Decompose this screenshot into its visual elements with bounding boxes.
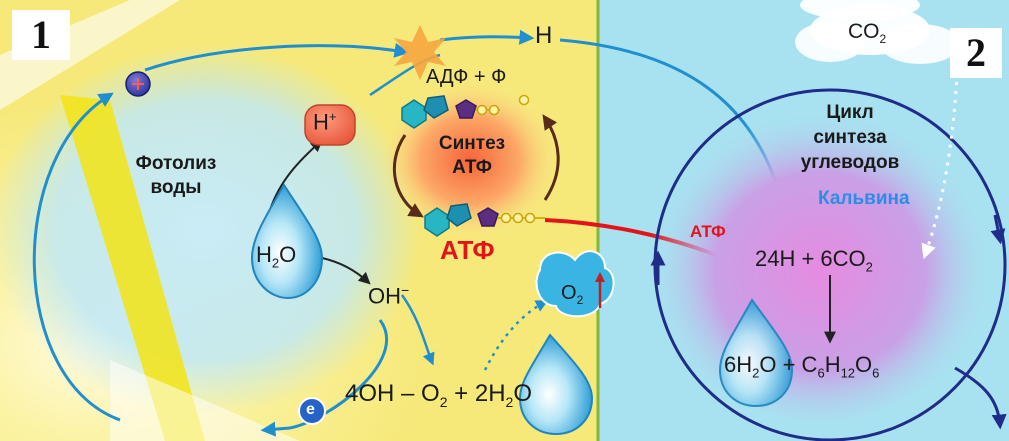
electron-icon bbox=[298, 397, 326, 425]
electron-cycle-left bbox=[32, 92, 121, 422]
atp-label: АТФ bbox=[440, 235, 495, 265]
h-plus-badge bbox=[304, 104, 356, 146]
oxygen-rise-head bbox=[595, 272, 605, 282]
cloud-top bbox=[795, 0, 960, 64]
oh-to-equation-arrow bbox=[400, 294, 435, 366]
arrow-to-h bbox=[439, 29, 535, 45]
electron-symbol: e bbox=[306, 401, 315, 418]
atp-cycle-down-arrow bbox=[392, 134, 424, 218]
calvin-cycle-title: Цикл синтеза углеводов bbox=[800, 102, 900, 173]
water-drop-icon bbox=[250, 183, 324, 300]
adp-molecule bbox=[401, 94, 530, 129]
water-drop-icon bbox=[718, 298, 794, 408]
atp-molecule bbox=[424, 203, 545, 237]
cycle-arrow-right bbox=[990, 214, 1006, 245]
calvin-products: 6H2O + C6H12O6 bbox=[724, 352, 880, 381]
panel-number-1: 1 bbox=[12, 10, 70, 60]
sun-glare bbox=[110, 360, 300, 441]
co2-inflow-arrow bbox=[921, 54, 960, 260]
electron-return-arrow bbox=[260, 421, 291, 437]
light-sparkle bbox=[394, 25, 446, 80]
atp-synthesis-label: Синтез АТФ bbox=[438, 133, 506, 178]
photolysis-equation: 4OH – O2 + 2H2O bbox=[345, 380, 532, 410]
calvin-reactants: 24H + 6CO2 bbox=[755, 246, 873, 275]
hydroxide-formula: OH− bbox=[368, 282, 410, 309]
electron-path-top bbox=[144, 42, 410, 72]
co2-label: CO2 bbox=[848, 20, 887, 47]
oxygen-bubble bbox=[535, 250, 615, 318]
water-to-oh-arrow bbox=[321, 257, 371, 285]
atp-cycle-up-arrow bbox=[542, 114, 560, 201]
calvin-name: Кальвина bbox=[818, 188, 910, 209]
light-beam bbox=[60, 95, 205, 441]
water-to-hplus-arrow bbox=[269, 139, 323, 211]
o2-release-arrow bbox=[483, 300, 549, 371]
photolysis-label: Фотолиз воды bbox=[135, 153, 217, 198]
sun-ray bbox=[0, 0, 180, 110]
water-formula: H2O bbox=[256, 242, 297, 271]
hydrogen-label: H bbox=[535, 22, 553, 49]
h-plus-label: H+ bbox=[313, 109, 337, 135]
water-drop-icon bbox=[518, 333, 594, 436]
adp-label: АДФ + Ф bbox=[426, 66, 507, 88]
oxygen-formula: O2 bbox=[561, 282, 584, 307]
glucose-output-arrow bbox=[954, 366, 1007, 430]
panel-number-2: 2 bbox=[950, 28, 1002, 78]
atp-arrow-label: АТФ bbox=[690, 222, 726, 241]
